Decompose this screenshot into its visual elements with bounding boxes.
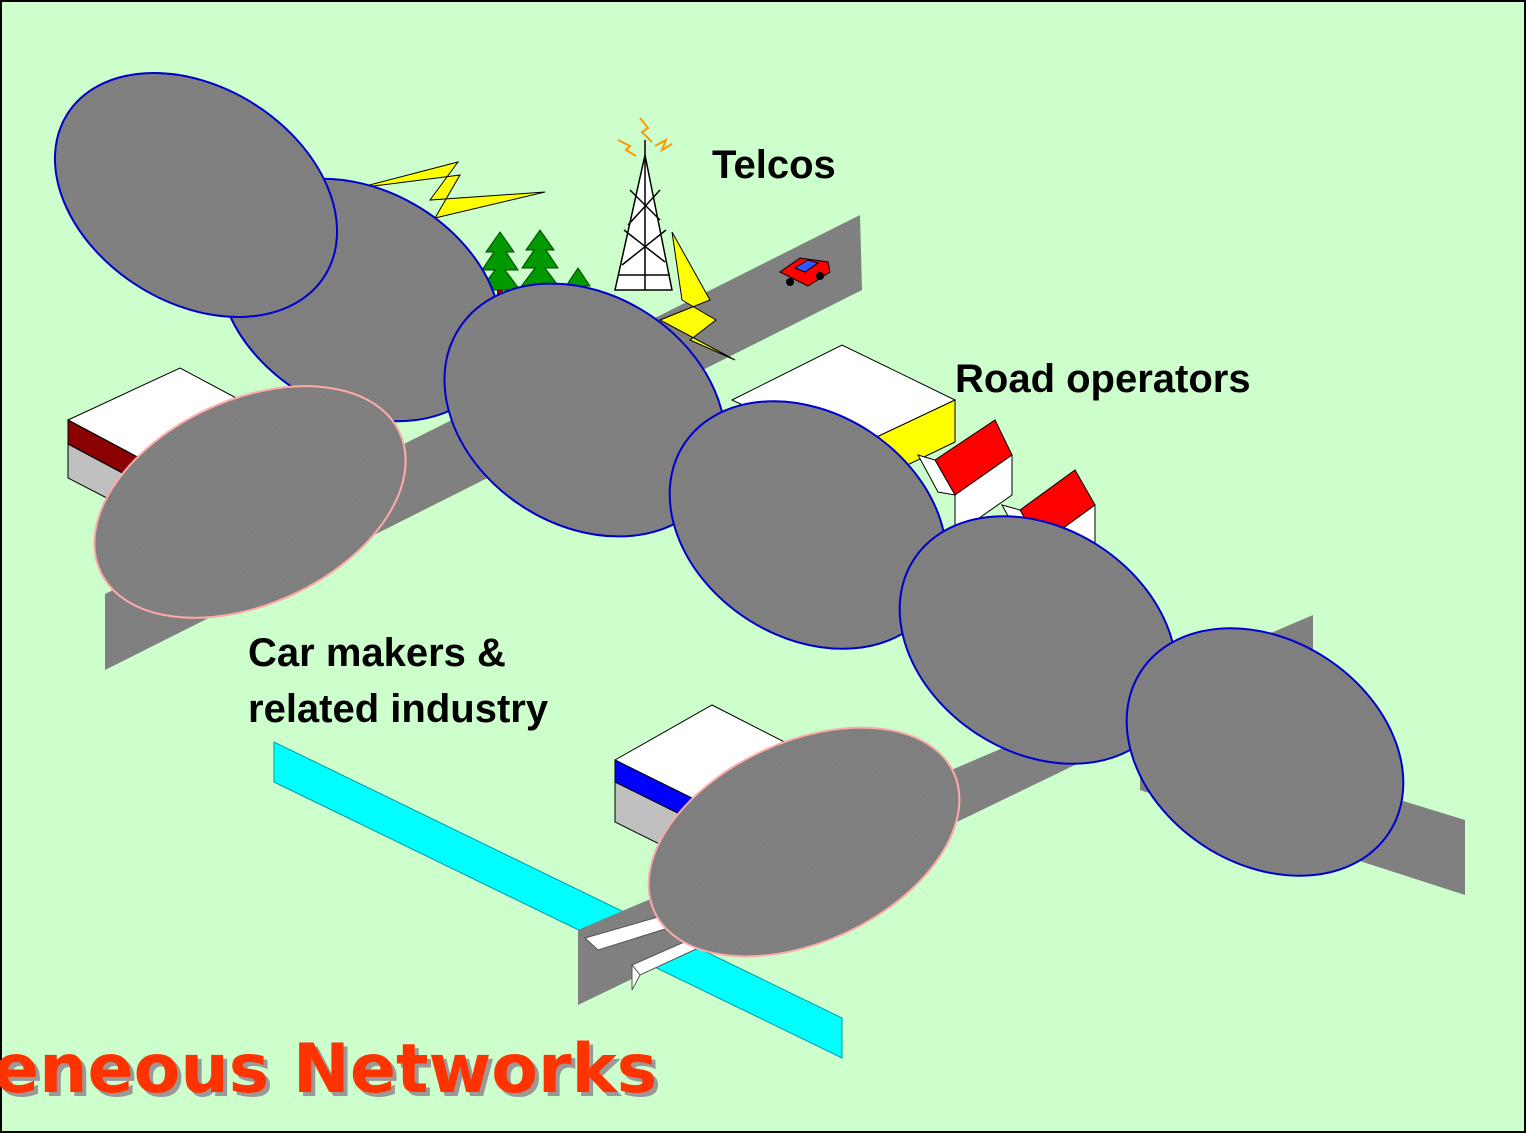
- coverage-cell: [1125, 627, 1405, 877]
- slide-title: eneous Networks: [0, 1030, 657, 1109]
- coverage-cell: [647, 726, 961, 958]
- slide-title-shadow: eneous Networks: [0, 1034, 661, 1113]
- coverage-cell: [53, 72, 339, 318]
- car-makers-label-line1: Car makers &: [248, 631, 506, 675]
- lightning-icon: [658, 231, 736, 361]
- car-icon: [779, 257, 831, 287]
- house-icon: [916, 419, 1013, 536]
- telcos-label: Telcos: [712, 143, 836, 187]
- tower-icon: [614, 117, 673, 291]
- car-makers-label-line2: related industry: [248, 687, 549, 731]
- coverage-cell: [93, 385, 407, 619]
- road-operators-label: Road operators: [955, 357, 1251, 401]
- lightning-icon: [357, 161, 546, 219]
